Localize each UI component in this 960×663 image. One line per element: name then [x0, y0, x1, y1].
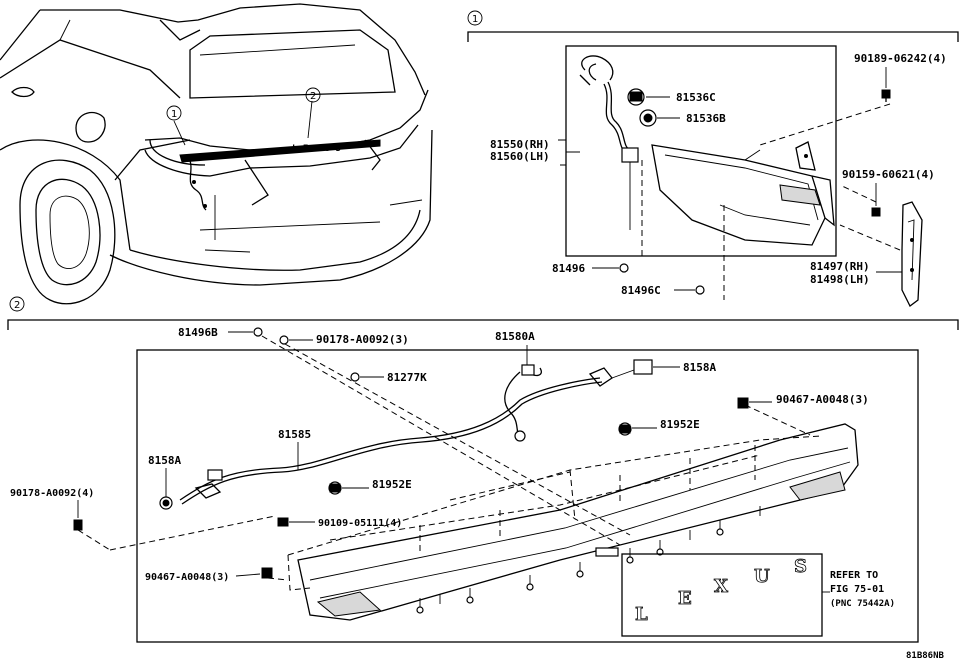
label-81497-rh: 81497(RH) [810, 260, 870, 273]
emblem-letter-l: L [635, 604, 648, 625]
garnish-wire-harness [179, 359, 653, 505]
garnish-clips [416, 506, 761, 614]
emblem-reference-box: L E X U S REFER TO FIG 75-01 (PNC 75442A… [621, 553, 895, 637]
screw-90467-left [261, 567, 273, 579]
clip-81496b [253, 327, 263, 337]
section-1-number: 1 [472, 14, 478, 25]
illustration-code: 81B86NB [906, 651, 945, 661]
emblem-letter-e: E [678, 588, 692, 609]
label-90467-a0048-right: 90467-A0048(3) [776, 393, 869, 406]
label-90178-a0092-3: 90178-A0092(3) [316, 333, 409, 346]
label-90159: 90159-60621(4) [842, 168, 935, 181]
screw-90178-left [73, 519, 83, 531]
screw-90178-upper [279, 335, 289, 345]
lamp-gasket [795, 141, 816, 171]
label-90178-a0092-4: 90178-A0092(4) [10, 488, 94, 499]
bulb-81536b [639, 109, 680, 127]
back-door-garnish [297, 423, 859, 621]
label-81560-lh: 81560(LH) [490, 150, 550, 163]
screw-90109 [277, 517, 289, 527]
reference-line-3: (PNC 75442A) [830, 599, 895, 609]
bulb-81536c [627, 88, 670, 106]
emblem-letter-s: S [794, 556, 807, 577]
label-90109-05111: 90109-05111(4) [318, 518, 402, 529]
reference-line-2: FIG 75-01 [830, 584, 884, 595]
bulb-81952e-left [328, 481, 342, 495]
label-81498-lh: 81498(LH) [810, 273, 870, 286]
label-81952e-left: 81952E [372, 478, 412, 491]
callout-2-vehicle: 2 [305, 87, 321, 103]
clip-81496c [695, 285, 705, 295]
callout-2-label: 2 [310, 91, 316, 102]
clip-81496 [619, 263, 629, 273]
label-8158a-right: 8158A [683, 361, 716, 374]
label-90467-a0048-left: 90467-A0048(3) [145, 572, 229, 583]
label-81952e-right: 81952E [660, 418, 700, 431]
label-81580a: 81580A [495, 330, 535, 343]
socket-8158a-left [159, 496, 173, 510]
section-2-number: 2 [14, 300, 20, 311]
label-81536b: 81536B [686, 112, 726, 125]
clip-81277k [350, 372, 360, 382]
label-90189: 90189-06242(4) [854, 52, 947, 65]
section-1: 1 [467, 10, 959, 307]
lamp-side-cover [901, 201, 923, 307]
section-2-subassembly-box [136, 349, 919, 643]
callout-1-vehicle: 1 [166, 105, 182, 121]
emblem-letter-u: U [754, 566, 770, 587]
callout-1-label: 1 [171, 109, 177, 120]
rear-combination-lamp [651, 144, 835, 246]
section-2: 2 [7, 296, 959, 643]
label-81496c: 81496C [621, 284, 661, 297]
label-81585: 81585 [278, 428, 311, 441]
reference-line-1: REFER TO [830, 570, 878, 581]
screw-90189 [881, 89, 891, 102]
label-81536c: 81536C [676, 91, 716, 104]
emblem-letter-x: X [714, 576, 728, 597]
lamp-socket-harness [579, 55, 639, 230]
label-81496: 81496 [552, 262, 585, 275]
vehicle-rear-illustration: L E X U S [0, 3, 433, 305]
screw-90467-right [737, 397, 749, 409]
vehicle-emblem-hint: L E X U S [292, 144, 341, 154]
bulb-81952e-right [618, 422, 632, 436]
label-81277k: 81277K [387, 371, 427, 384]
label-81550-rh: 81550(RH) [490, 138, 550, 151]
nut-90159 [871, 207, 881, 217]
label-81496b: 81496B [178, 326, 218, 339]
label-8158a-left: 8158A [148, 454, 181, 467]
section-1-subassembly-box [565, 45, 837, 257]
